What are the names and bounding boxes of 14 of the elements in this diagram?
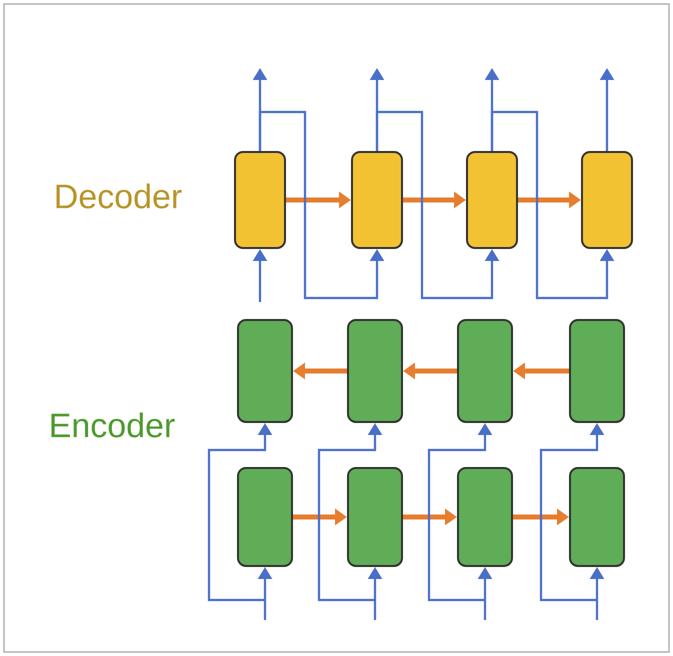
layer-label: Encoder [51, 412, 175, 438]
cell-box [466, 151, 518, 249]
cell-box [347, 319, 403, 423]
cell-box [237, 319, 293, 423]
cell-box [347, 466, 403, 567]
cell-box [581, 151, 633, 249]
cell-box [237, 466, 293, 567]
layer-label: Decoder [56, 184, 182, 208]
cell-box [234, 151, 286, 249]
cell-box [457, 466, 513, 567]
cell-box [457, 319, 513, 423]
cell-box [569, 319, 625, 423]
cell-box [569, 466, 625, 567]
cell-box [351, 151, 403, 249]
